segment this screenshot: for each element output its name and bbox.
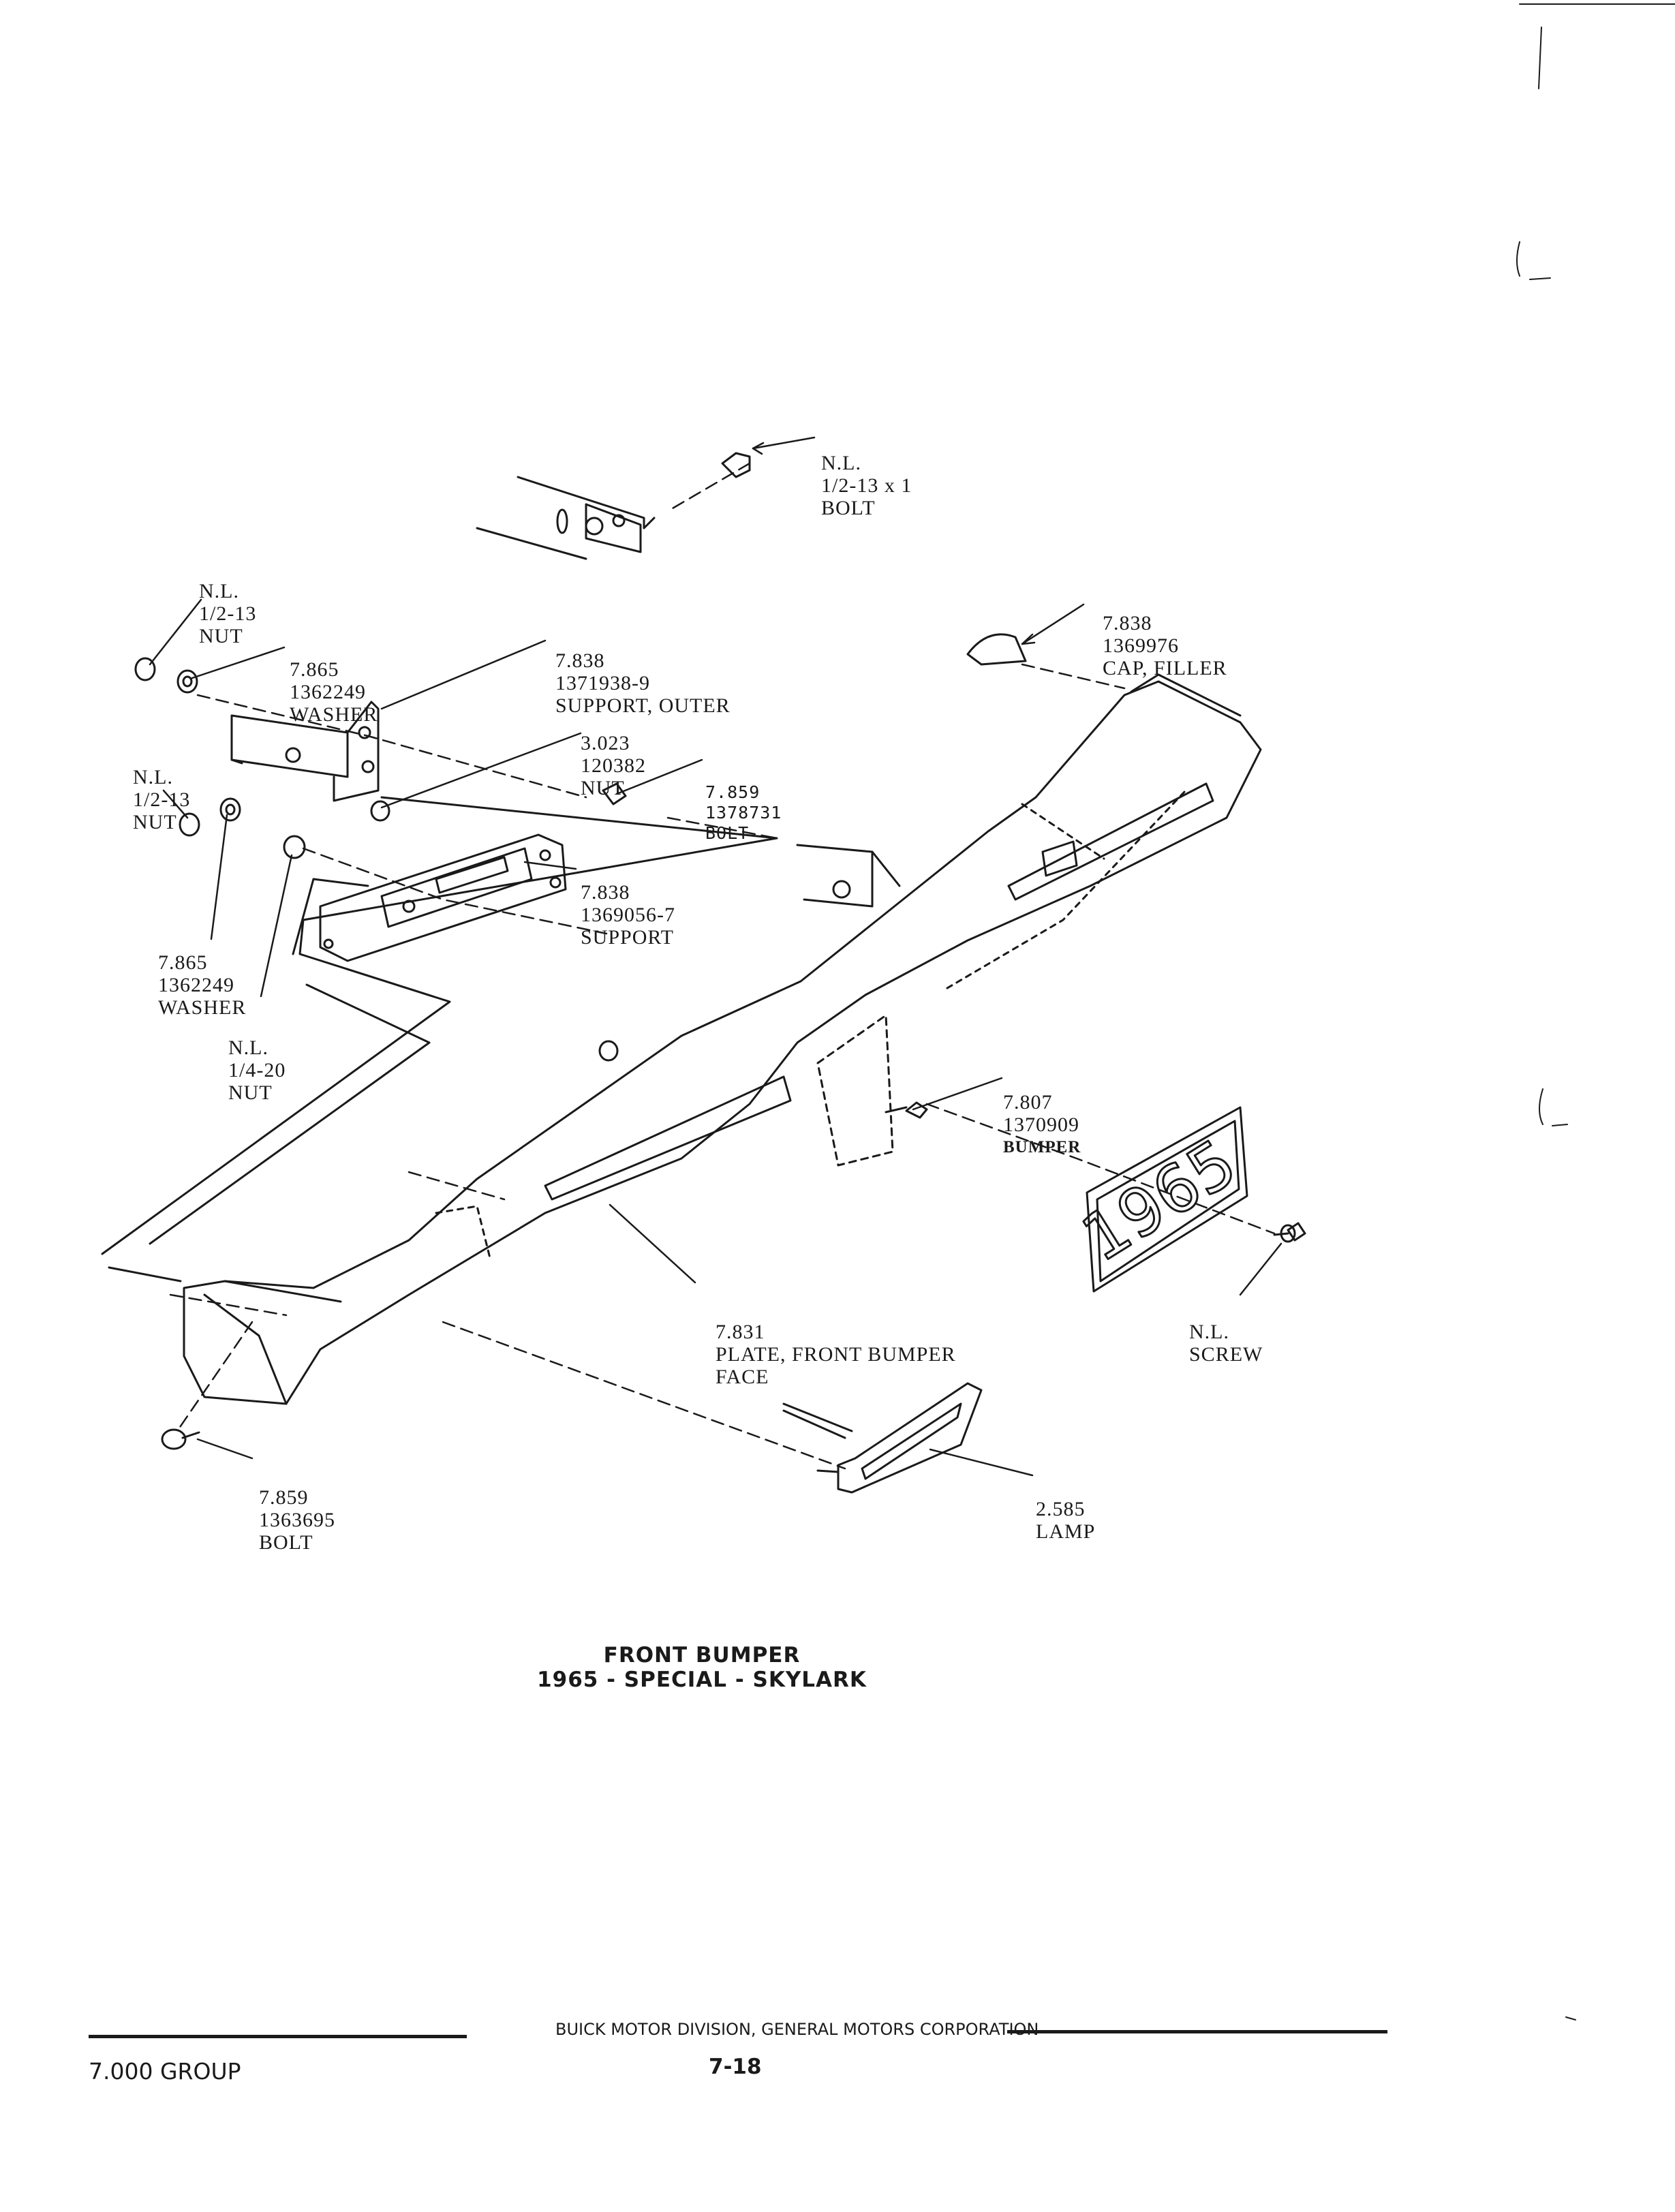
side-marker-lamp (782, 1382, 983, 1494)
caption-title: FRONT BUMPER (603, 1643, 801, 1668)
cap-filler (966, 633, 1027, 666)
outer-support-bracket (230, 701, 380, 802)
footer-group: 7.000 GROUP (89, 2058, 241, 2085)
alignment-lines (169, 462, 1276, 1470)
leader-lines (149, 436, 1282, 1477)
license-plate-text: 1965 (1070, 1126, 1249, 1276)
scan-margin-marks (1516, 3, 1675, 2021)
license-plate (1086, 1106, 1248, 1293)
bolts (161, 1106, 1296, 1450)
frame-end-piece (796, 844, 901, 908)
footer-division: BUICK MOTOR DIVISION, GENERAL MOTORS COR… (555, 2020, 1039, 2039)
hardware-pieces (134, 452, 1306, 1242)
caption-subtitle: 1965 - SPECIAL - SKYLARK (537, 1668, 867, 1692)
callout-screw: N.L.SCREW (1189, 1321, 1263, 1366)
bumper-face-bar (183, 673, 1262, 1405)
frame-rail (476, 476, 656, 560)
footer-page-number: 7-18 (709, 2055, 762, 2079)
frame-outline (101, 796, 778, 1282)
footer-rule-left (89, 2035, 467, 2038)
footer-rule-right (1007, 2030, 1387, 2033)
bumper-support-bar (319, 833, 567, 962)
